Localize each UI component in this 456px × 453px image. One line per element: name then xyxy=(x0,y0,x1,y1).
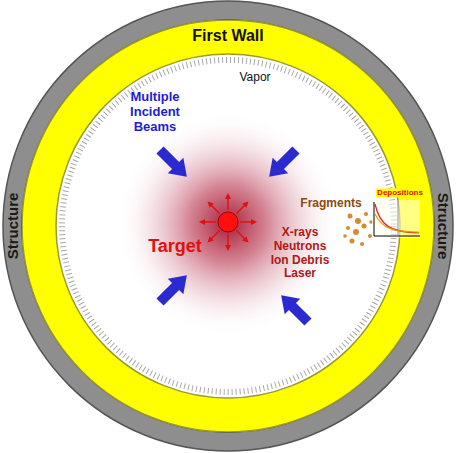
inset-stroke xyxy=(375,204,419,233)
target-label: Target xyxy=(148,236,202,257)
vapor-region xyxy=(56,54,400,398)
target-glow xyxy=(116,112,340,336)
fragment-dots xyxy=(343,212,373,246)
ring-label: Structure xyxy=(4,193,21,260)
target-pellet xyxy=(218,212,238,232)
structure-ring-outline xyxy=(3,1,453,451)
emissions-label: X-rays Neutrons Ion Debris Laser xyxy=(267,226,333,281)
first-wall-ring-outline xyxy=(22,20,434,432)
vapor-dots xyxy=(62,60,394,392)
ring-label: First Wall xyxy=(192,27,263,45)
beams-label: Multiple Incident Beams xyxy=(119,90,191,135)
fragments-label: Fragments xyxy=(300,197,361,211)
inset-stroke xyxy=(398,200,399,236)
ring-label: Structure xyxy=(434,193,451,260)
emission-arrows xyxy=(199,193,257,251)
vapor-label: Vapor xyxy=(239,71,270,85)
inset-stroke xyxy=(375,214,419,232)
inset-stroke xyxy=(372,200,420,238)
depositions-label: Depositions xyxy=(376,188,424,197)
inset-stroke xyxy=(374,202,420,236)
